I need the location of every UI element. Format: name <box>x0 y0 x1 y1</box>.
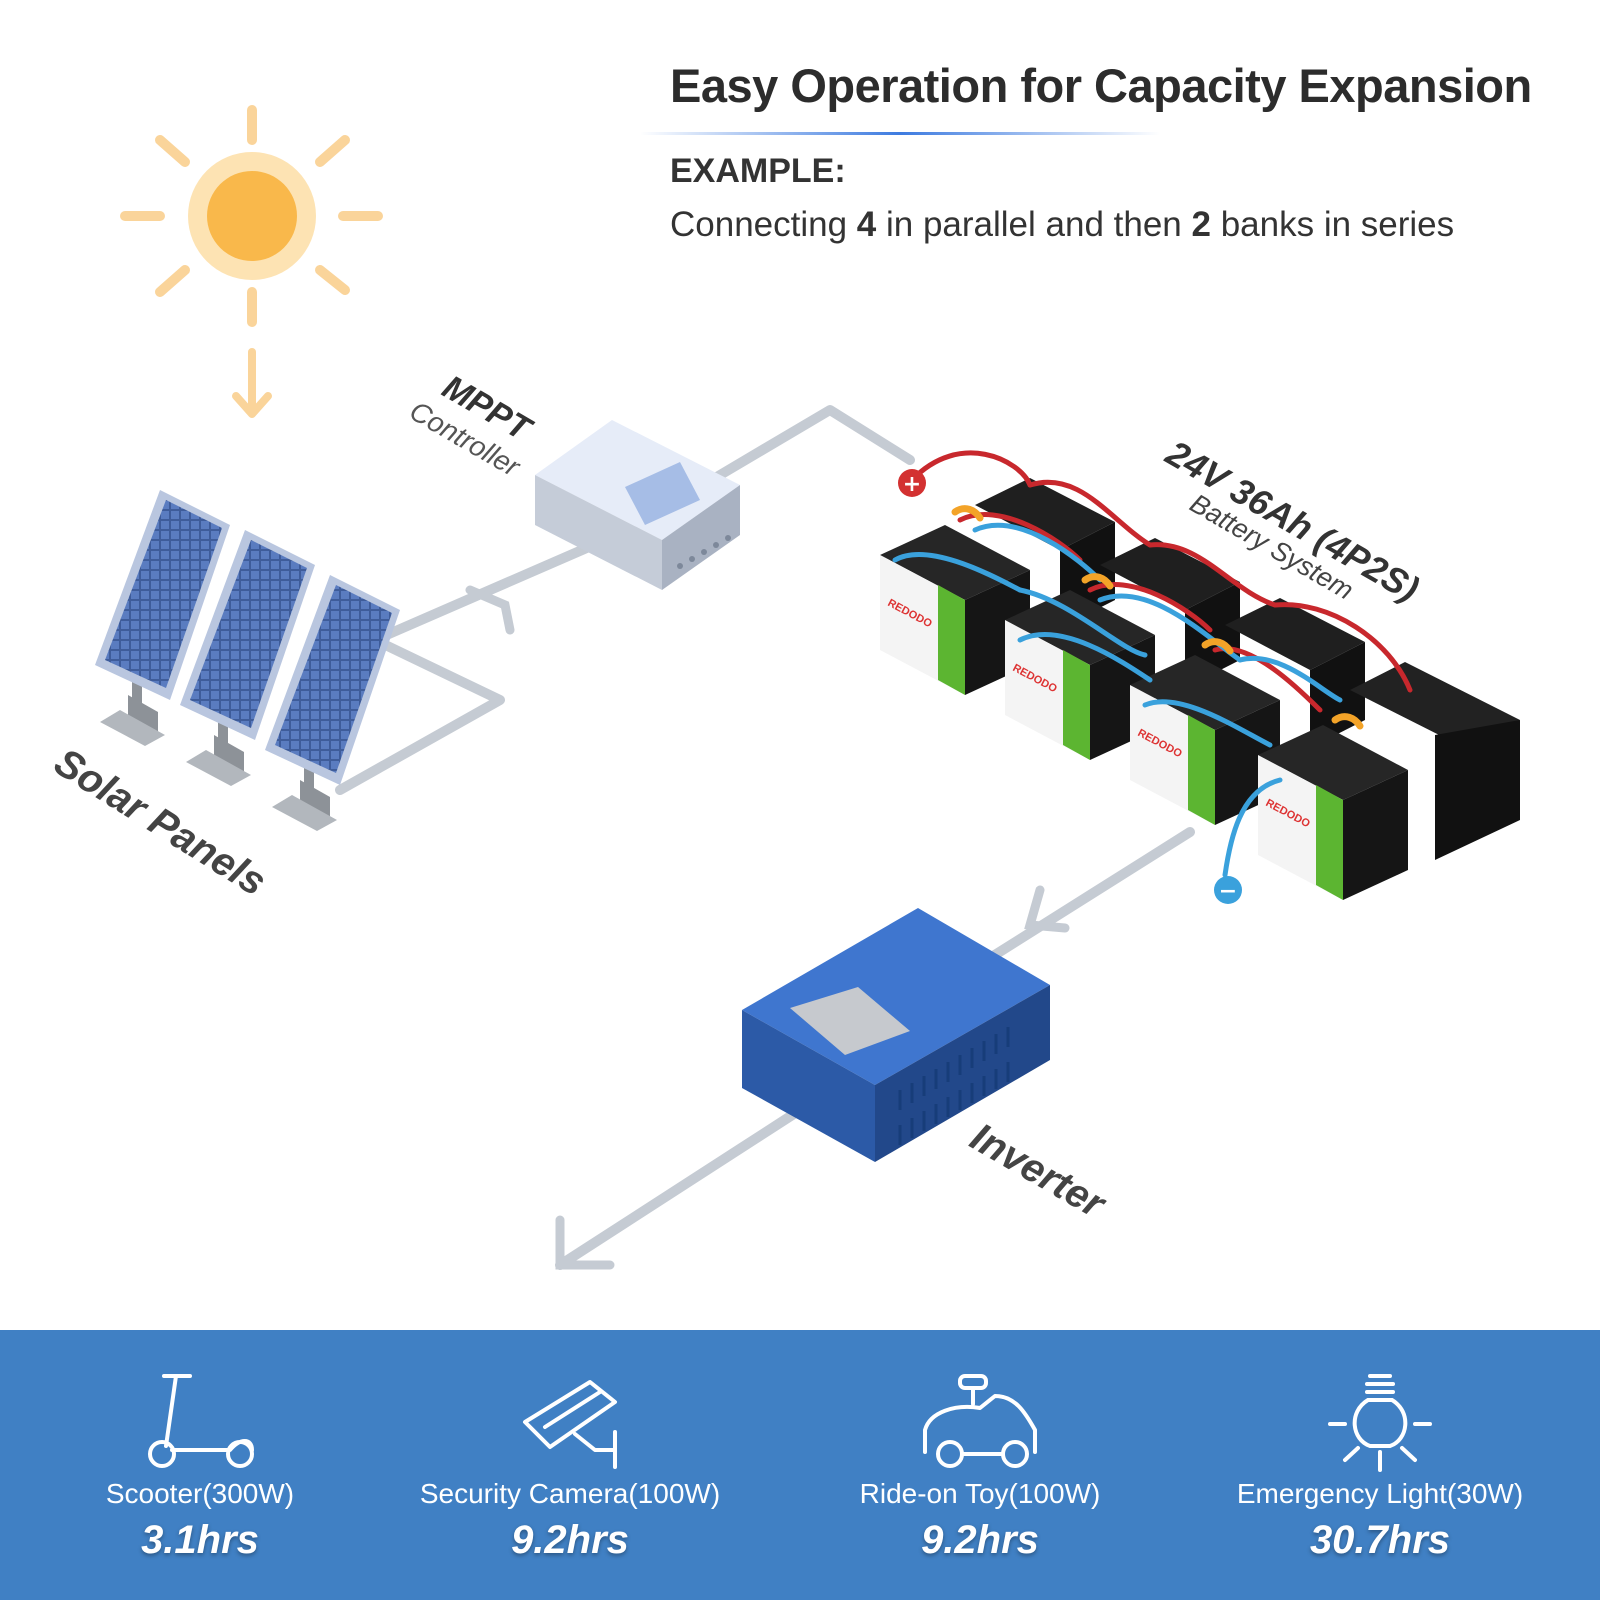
flow-arrows <box>465 585 1070 1270</box>
light-bulb-icon <box>1328 1374 1432 1472</box>
arrow-to-output <box>555 1215 615 1270</box>
example-description: Connecting 4 in parallel and then 2 bank… <box>670 205 1454 245</box>
system-diagram: REDODO REDODO REDODO REDODO <box>95 105 1520 1270</box>
appliance-runtime: 30.7hrs <box>1309 1518 1451 1562</box>
appliance-runtime: 3.1hrs <box>141 1518 259 1562</box>
appliance-name: Security Camera(100W) <box>419 1478 721 1509</box>
security-camera-icon <box>523 1380 617 1469</box>
title-divider <box>640 132 1160 135</box>
wires <box>892 450 1413 878</box>
ride-on-toy-icon <box>923 1374 1037 1468</box>
sun-icon <box>120 105 383 327</box>
parallel-count: 4 <box>856 205 877 244</box>
appliance-name: Scooter(300W) <box>105 1478 295 1509</box>
appliance-runtime: 9.2hrs <box>921 1518 1039 1562</box>
appliance-runtime: 9.2hrs <box>511 1518 629 1562</box>
arrow-to-inverter <box>1024 885 1070 933</box>
down-arrow-icon <box>232 348 272 418</box>
runtime-bar <box>0 1330 1600 1600</box>
desc-part-3: banks in series <box>1210 205 1455 244</box>
positive-sign: + <box>903 472 921 497</box>
desc-part-1: Connecting <box>670 205 857 244</box>
solar-panel-1 <box>95 490 230 746</box>
positive-terminal-icon: + <box>898 469 926 497</box>
example-label: EXAMPLE: <box>670 152 846 190</box>
connection-lines <box>335 405 1195 1270</box>
page-title: Easy Operation for Capacity Expansion <box>670 59 1532 112</box>
solar-panel-2 <box>180 530 315 786</box>
negative-terminal-icon: − <box>1214 876 1242 904</box>
appliance-emergency-light: Emergency Light(30W) 30.7hrs <box>1180 1330 1580 1600</box>
scooter-icon <box>148 1374 254 1468</box>
mppt-controller <box>535 420 740 590</box>
solar-panel-3 <box>265 575 400 831</box>
appliance-security-camera: Security Camera(100W) 9.2hrs <box>370 1330 770 1600</box>
negative-sign: − <box>1219 879 1237 904</box>
appliance-ride-on-toy: Ride-on Toy(100W) 9.2hrs <box>780 1330 1180 1600</box>
arrow-to-mppt <box>465 585 515 635</box>
appliance-name: Ride-on Toy(100W) <box>859 1478 1101 1509</box>
appliance-name: Emergency Light(30W) <box>1236 1478 1524 1509</box>
desc-part-2: in parallel and then <box>876 205 1192 244</box>
sun-core <box>207 171 297 261</box>
inverter-box <box>742 908 1050 1162</box>
series-count: 2 <box>1191 205 1211 244</box>
battery-bank: REDODO REDODO REDODO REDODO <box>880 450 1520 904</box>
appliance-scooter: Scooter(300W) 3.1hrs <box>0 1330 400 1600</box>
